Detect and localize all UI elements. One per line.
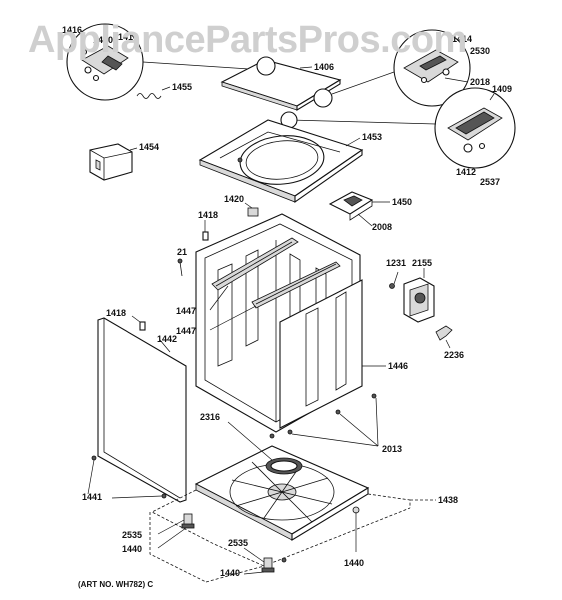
screws-1441 bbox=[87, 455, 167, 499]
front-panel bbox=[97, 315, 187, 503]
leveling-leg-front bbox=[243, 547, 287, 575]
lid-part bbox=[220, 56, 342, 111]
side-panel-right bbox=[279, 279, 386, 429]
top-cover-part bbox=[198, 119, 364, 204]
callout-1441: 1441 bbox=[82, 492, 102, 502]
callout-1440-right: 1440 bbox=[344, 558, 364, 568]
callout-21: 21 bbox=[177, 247, 187, 257]
clip-1420 bbox=[244, 202, 259, 217]
leveling-leg-left bbox=[157, 513, 195, 549]
callout-2537: 2537 bbox=[480, 177, 500, 187]
drain-pump-part bbox=[389, 268, 435, 323]
screw-1418-top bbox=[202, 220, 209, 241]
callout-2155: 2155 bbox=[412, 258, 432, 268]
assembly-guide-lines bbox=[149, 489, 436, 583]
callout-1409: 1409 bbox=[492, 84, 512, 94]
spring-part bbox=[136, 86, 171, 99]
callout-1447-bottom: 1447 bbox=[176, 326, 196, 336]
callout-1406: 1406 bbox=[314, 62, 334, 72]
callout-1420: 1420 bbox=[224, 194, 244, 204]
callout-1418-top: 1418 bbox=[198, 210, 218, 220]
callout-1454: 1454 bbox=[139, 142, 159, 152]
callout-1416: 1416 bbox=[62, 25, 82, 35]
watermark: AppliancePartsPros.com bbox=[28, 19, 467, 61]
callout-1414: 1414 bbox=[452, 34, 472, 44]
callout-1446: 1446 bbox=[388, 361, 408, 371]
detail-circle-right bbox=[289, 87, 516, 169]
base-part bbox=[194, 421, 370, 541]
callout-1450-top: 1450 bbox=[93, 35, 113, 45]
callout-2535-front: 2535 bbox=[228, 538, 248, 548]
callout-1450: 1450 bbox=[392, 197, 412, 207]
callout-2236: 2236 bbox=[444, 350, 464, 360]
callout-1440-left: 1440 bbox=[122, 544, 142, 554]
callout-1412: 1412 bbox=[456, 167, 476, 177]
callout-1455: 1455 bbox=[172, 82, 192, 92]
callout-1453: 1453 bbox=[362, 132, 382, 142]
callout-1440-front: 1440 bbox=[220, 568, 240, 578]
callout-1442: 1442 bbox=[157, 334, 177, 344]
detail-circle-top-left bbox=[66, 23, 266, 101]
dispenser-part bbox=[89, 143, 138, 181]
detail-circle-top-right bbox=[331, 29, 471, 107]
clip-2236 bbox=[435, 325, 453, 349]
callout-1447-top: 1447 bbox=[176, 306, 196, 316]
callout-2008: 2008 bbox=[372, 222, 392, 232]
callout-1438: 1438 bbox=[438, 495, 458, 505]
screws-2013 bbox=[287, 393, 379, 447]
callout-2535-left: 2535 bbox=[122, 530, 142, 540]
callout-1414-top: 1414 bbox=[118, 32, 138, 42]
callout-1231: 1231 bbox=[386, 258, 406, 268]
callout-2018: 2018 bbox=[470, 77, 490, 87]
callout-2530: 2530 bbox=[470, 46, 490, 56]
callout-2316: 2316 bbox=[200, 412, 220, 422]
screw-21 bbox=[177, 258, 183, 277]
callout-2013: 2013 bbox=[382, 444, 402, 454]
lid-switch-part bbox=[328, 191, 390, 227]
callout-1418-bottom: 1418 bbox=[106, 308, 126, 318]
art-number: (ART NO. WH782) C bbox=[78, 580, 153, 589]
